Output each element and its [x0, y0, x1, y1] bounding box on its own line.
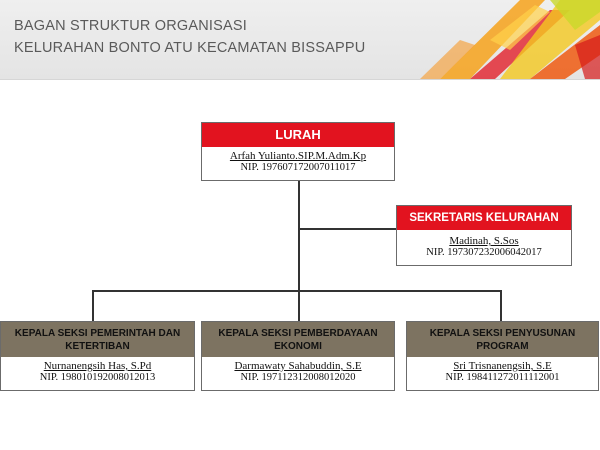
kasi-box-1: KEPALA SEKSI PEMERINTAH DAN KETERTIBAN N… — [0, 321, 195, 391]
connector-to-sekretaris — [298, 228, 396, 230]
lurah-box: LURAH Arfah Yulianto.SIP.M.Adm.Kp NIP. 1… — [201, 122, 395, 181]
sekretaris-nip: NIP. 197307232006042017 — [426, 247, 542, 258]
connector-kasi-1 — [92, 290, 94, 321]
sekretaris-title: SEKRETARIS KELURAHAN — [397, 206, 571, 230]
lurah-name: Arfah Yulianto.SIP.M.Adm.Kp — [229, 150, 367, 162]
title-line-1: BAGAN STRUKTUR ORGANISASI — [14, 18, 248, 34]
kasi-2-title: KEPALA SEKSI PEMBERDAYAAN EKONOMI — [202, 322, 394, 357]
kasi-box-3: KEPALA SEKSI PENYUSUNAN PROGRAM Sri Tris… — [406, 321, 599, 391]
kasi-3-name: Sri Trisnanengsih, S.E — [453, 360, 552, 372]
kasi-1-name: Nurnanengsih Has, S.Pd — [43, 360, 152, 372]
connector-kasi-3 — [500, 290, 502, 321]
connector-kasi-2 — [298, 290, 300, 321]
sekretaris-box: SEKRETARIS KELURAHAN Madinah, S.Sos NIP.… — [396, 205, 572, 266]
connector-vertical-main — [298, 181, 300, 291]
kasi-1-nip: NIP. 198010192008012013 — [39, 372, 156, 383]
kasi-1-title: KEPALA SEKSI PEMERINTAH DAN KETERTIBAN — [1, 322, 194, 357]
kasi-3-nip: NIP. 198411272011112001 — [445, 372, 560, 383]
connector-horizontal — [92, 290, 502, 292]
kasi-2-nip: NIP. 197112312008012020 — [240, 372, 356, 383]
title-line-2: KELURAHAN BONTO ATU KECAMATAN BISSAPPU — [14, 40, 366, 56]
sekretaris-name: Madinah, S.Sos — [449, 235, 519, 247]
kasi-2-name: Darmawaty Sahabuddin, S.E — [234, 360, 362, 372]
kasi-3-title: KEPALA SEKSI PENYUSUNAN PROGRAM — [407, 322, 598, 357]
lurah-title: LURAH — [202, 123, 394, 147]
slide-header: BAGAN STRUKTUR ORGANISASI KELURAHAN BONT… — [0, 0, 600, 80]
lurah-nip: NIP. 197607172007011017 — [240, 162, 356, 173]
kasi-box-2: KEPALA SEKSI PEMBERDAYAAN EKONOMI Darmaw… — [201, 321, 395, 391]
decorative-graphic-icon — [420, 0, 600, 79]
